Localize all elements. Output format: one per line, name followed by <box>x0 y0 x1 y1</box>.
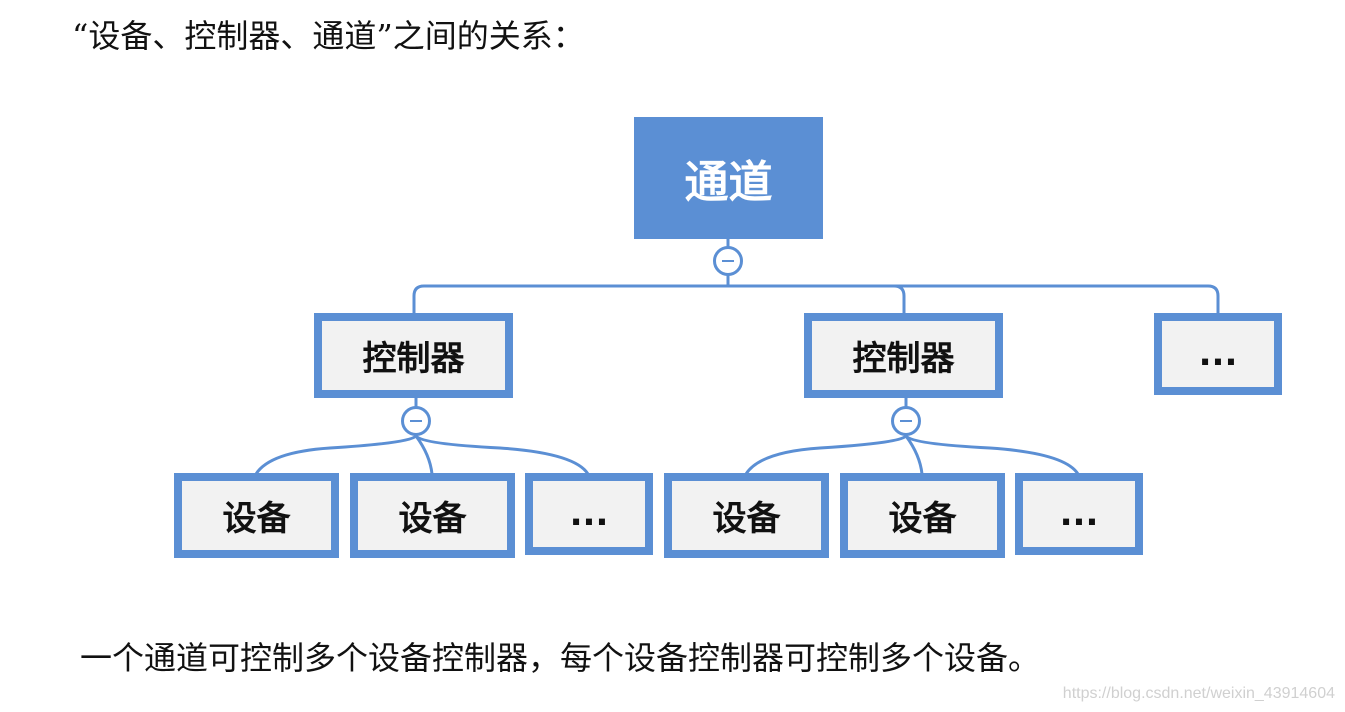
collapse-minus-icon[interactable] <box>401 406 431 436</box>
collapse-minus-icon[interactable] <box>891 406 921 436</box>
node-device: 设备 <box>174 473 339 558</box>
connector-line <box>893 284 906 314</box>
node-controller-more: ... <box>1154 313 1282 395</box>
node-device-more: ... <box>525 473 653 555</box>
node-device: 设备 <box>840 473 1005 558</box>
page-heading: “设备、控制器、通道”之间的关系： <box>72 17 585 55</box>
connector-line <box>904 435 924 475</box>
watermark-url: https://blog.csdn.net/weixin_43914604 <box>1062 685 1335 702</box>
node-device: 设备 <box>350 473 515 558</box>
node-device-more: ... <box>1015 473 1143 555</box>
node-controller-1: 控制器 <box>314 313 513 398</box>
connector-line <box>414 435 434 475</box>
connector-line <box>412 284 1220 314</box>
node-controller-2: 控制器 <box>804 313 1003 398</box>
node-device: 设备 <box>664 473 829 558</box>
connector-line <box>744 433 1080 475</box>
node-channel: 通道 <box>634 117 823 239</box>
collapse-minus-icon[interactable] <box>713 246 743 276</box>
caption-text: 一个通道可控制多个设备控制器，每个设备控制器可控制多个设备。 <box>80 639 1041 677</box>
connector-line <box>254 433 590 475</box>
